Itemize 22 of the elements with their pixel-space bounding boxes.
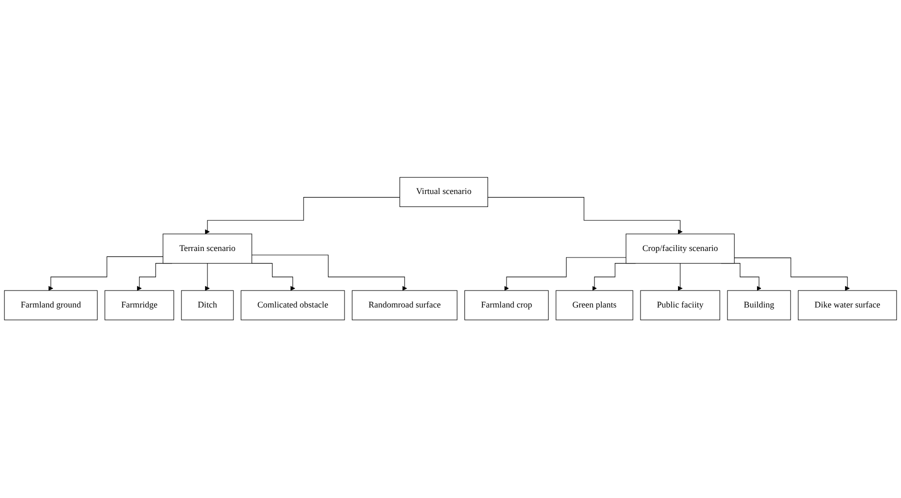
node-box: Dike water surface: [798, 290, 897, 321]
arrow: [48, 256, 164, 292]
arrow: [488, 197, 683, 235]
node-box: Farmridge: [104, 290, 174, 321]
arrow: [205, 197, 400, 235]
node-box: Building: [727, 290, 791, 321]
arrow: [252, 255, 408, 292]
node-box: Crop/facility scenario: [626, 234, 735, 264]
node-box: Randomroad surface: [352, 290, 458, 321]
node-box: Green plants: [556, 290, 634, 321]
node-box: Virtual scenario: [400, 177, 488, 208]
node-box: Farmland crop: [464, 290, 549, 321]
node-box: Comlicated obstacle: [240, 290, 345, 321]
arrow: [678, 263, 683, 292]
node-box: Public faciity: [640, 290, 720, 321]
node-box: Terrain scenario: [162, 234, 252, 264]
node-box: Ditch: [181, 290, 234, 321]
arrow: [205, 263, 210, 292]
arrow: [734, 258, 850, 292]
arrow: [504, 258, 626, 292]
arrow: [251, 263, 296, 292]
node-box: Farmland ground: [4, 290, 98, 321]
